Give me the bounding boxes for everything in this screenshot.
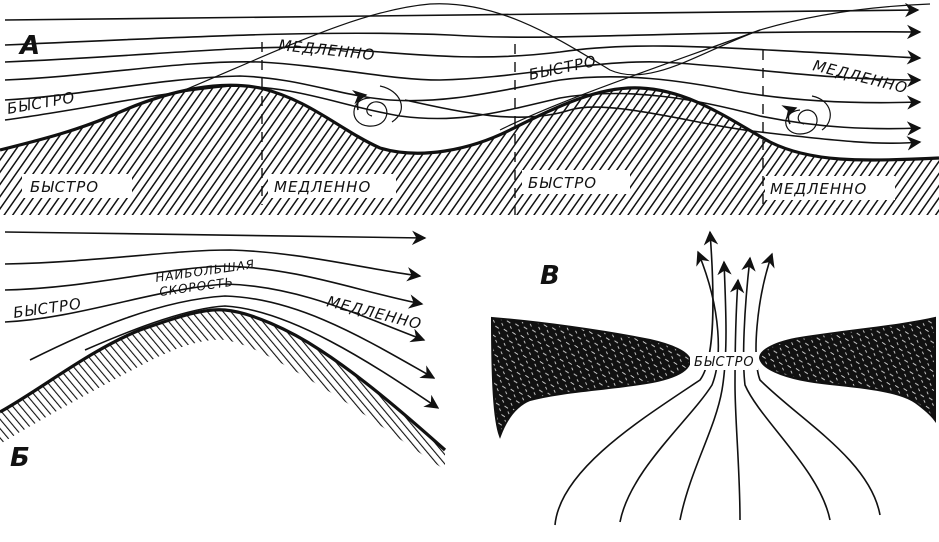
panel-a-label-slow-lower-right: МЕДЛЕННО <box>770 180 867 198</box>
panel-a-streamline-6 <box>4 85 922 136</box>
panel-v-streamline-5 <box>741 256 831 521</box>
panel-v-letter: В <box>540 261 560 291</box>
panel-a-bed-surface <box>0 83 939 162</box>
panel-a-streamline-3 <box>4 45 922 65</box>
panel-a-label-fast-lower-mid: БЫСТРО <box>528 174 597 192</box>
panel-a-bed <box>0 85 939 215</box>
panel-b-streamline-3 <box>4 265 424 309</box>
panel-a: А БЫСТРО МЕДЛЕННО БЫСТРО МЕДЛЕННО БЫСТРО… <box>0 2 939 215</box>
panel-v-streamline-3 <box>679 260 732 521</box>
panel-a-label-slow-upper-mid: МЕДЛЕННО <box>278 36 377 64</box>
panel-a-surface-wave <box>179 3 931 93</box>
panel-b-streamline-6 <box>84 305 440 409</box>
panel-v-streamline-6 <box>755 252 881 516</box>
panel-v-streamline-4 <box>729 278 745 521</box>
panel-a-label-slow-upper-right: МЕДЛЕННО <box>811 56 910 97</box>
panel-b-streamline-2 <box>4 249 422 282</box>
panel-a-streamline-7 <box>404 99 922 151</box>
panel-a-label-slow-lower-mid: МЕДЛЕННО <box>274 178 371 196</box>
panel-b-hill-surface <box>0 308 447 452</box>
panel-v: БЫСТРО В <box>490 230 936 526</box>
panel-b: Б БЫСТРО НАИБОЛЬШАЯ СКОРОСТЬ МЕДЛЕННО <box>0 230 447 473</box>
panel-a-streamline-4 <box>4 61 922 88</box>
panel-a-eddy-left <box>352 85 402 127</box>
panel-a-streamline-2 <box>4 24 922 46</box>
panel-b-streamline-5 <box>29 295 436 379</box>
panel-v-label-fast: БЫСТРО <box>694 355 755 370</box>
panel-b-letter: Б <box>10 443 30 473</box>
panel-b-streamline-1 <box>4 230 427 245</box>
panel-a-label-fast-upper-left: БЫСТРО <box>6 88 77 118</box>
panel-b-hill <box>0 309 445 470</box>
panel-v-rock-right <box>758 316 936 423</box>
panel-v-streamline-2 <box>619 250 720 523</box>
panel-a-letter: А <box>18 31 40 61</box>
panel-v-rock-left <box>490 316 692 439</box>
panel-b-streamline-4 <box>4 283 426 343</box>
panel-a-eddy-right <box>781 95 831 135</box>
panel-a-streamline-1 <box>4 2 920 21</box>
panel-a-label-fast-lower-left: БЫСТРО <box>30 178 99 196</box>
panel-a-streamline-5 <box>4 75 922 110</box>
